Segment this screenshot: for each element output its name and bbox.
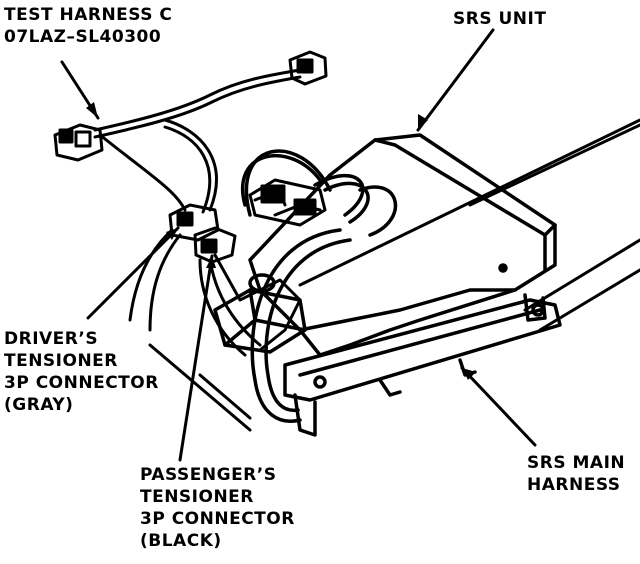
passengers-tensioner-line4: (BLACK) (140, 531, 222, 551)
srs-unit-label: SRS UNIT (453, 8, 546, 30)
passengers-tensioner-line1: PASSENGER’S (140, 465, 277, 485)
tensioner-body (213, 273, 307, 354)
test-harness-label-line1: TEST HARNESS C (4, 5, 173, 25)
passengers-tensioner-line3: 3P CONNECTOR (140, 509, 295, 529)
mounting-bracket (283, 293, 562, 437)
drivers-tensioner-line1: DRIVER’S (4, 329, 99, 349)
test-harness-label: TEST HARNESS C 07LAZ–SL40300 (4, 4, 172, 48)
srs-unit-label-text: SRS UNIT (453, 9, 547, 29)
floor-rails (148, 118, 640, 432)
drivers-tensioner-label: DRIVER’S TENSIONER 3P CONNECTOR (GRAY) (4, 328, 159, 416)
drivers-tensioner-line3: 3P CONNECTOR (4, 373, 159, 393)
srs-main-harness-line1: SRS MAIN (527, 453, 626, 473)
test-harness-connector-left (53, 123, 104, 162)
drivers-tensioner-line4: (GRAY) (4, 395, 74, 415)
test-harness-connector-right (288, 50, 328, 86)
test-harness-cable (93, 68, 302, 214)
srs-main-harness-label: SRS MAIN HARNESS (527, 452, 625, 496)
passengers-tensioner-line2: TENSIONER (140, 487, 254, 507)
drivers-tensioner-line2: TENSIONER (4, 351, 118, 371)
srs-unit-box (248, 133, 557, 357)
passengers-tensioner-label: PASSENGER’S TENSIONER 3P CONNECTOR (BLAC… (140, 464, 295, 552)
top-connectors (248, 178, 327, 227)
srs-main-harness-line2: HARNESS (527, 475, 621, 495)
arrow-heads (86, 102, 476, 380)
tensioner-connectors (168, 203, 237, 264)
test-harness-label-line2: 07LAZ–SL40300 (4, 27, 162, 47)
